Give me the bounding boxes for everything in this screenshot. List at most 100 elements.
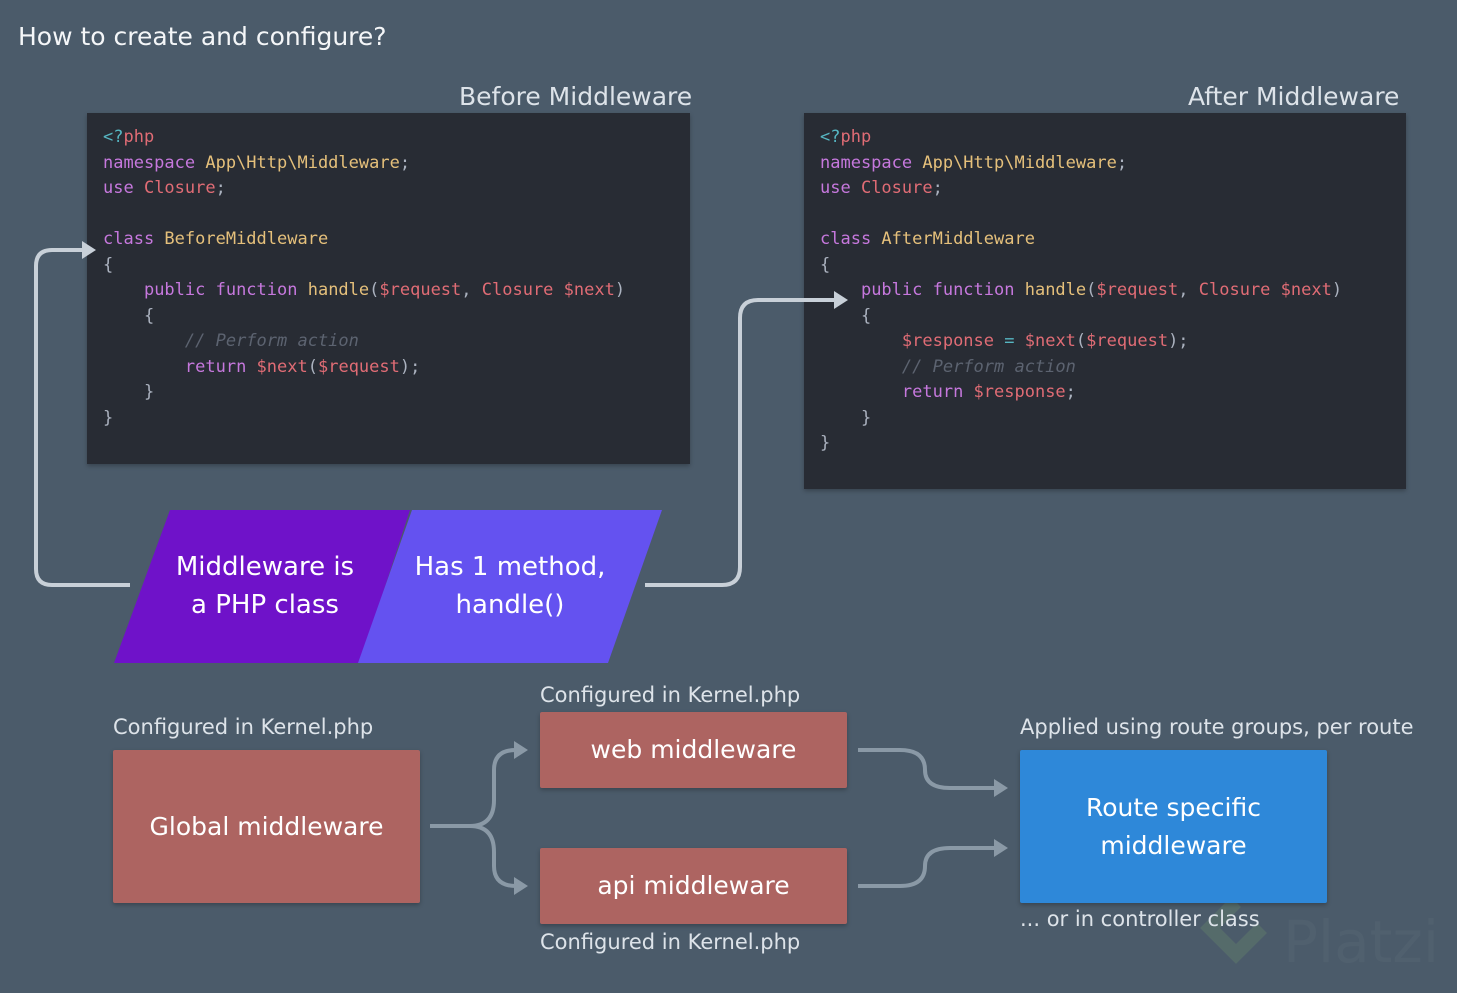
text-line: Middleware is — [175, 552, 355, 582]
code-line: use Closure; — [820, 176, 1390, 202]
code-token: } — [820, 433, 831, 453]
arrow-head-icon — [82, 241, 96, 259]
code-line: } — [103, 380, 674, 406]
code-token: ) — [614, 280, 626, 300]
code-line: { — [820, 304, 1390, 330]
code-line: <?php — [820, 125, 1390, 151]
code-line: return $next($request); — [103, 355, 674, 381]
arrow-head-icon — [834, 291, 848, 309]
code-token: public function — [860, 280, 1025, 300]
code-token: // Perform action — [184, 331, 359, 351]
arrow-api-route — [858, 846, 996, 888]
code-line: class BeforeMiddleware — [103, 227, 674, 253]
code-line: } — [103, 406, 674, 432]
text-line: handle() — [455, 590, 565, 620]
code-token: , — [461, 280, 482, 300]
code-token: $next — [256, 356, 308, 377]
code-token: $request — [317, 356, 400, 377]
text-line: a PHP class — [191, 590, 339, 620]
code-line: } — [820, 406, 1390, 432]
code-token: $response — [901, 331, 995, 351]
code-token: } — [103, 382, 155, 402]
text-line: Route specific — [1086, 792, 1261, 822]
svg-text:Platzi: Platzi — [1283, 908, 1439, 976]
code-token: ); — [1168, 331, 1189, 351]
code-token: $request — [379, 280, 462, 300]
code-token: Closure — [143, 178, 216, 198]
route-note: ... or in controller class — [1020, 907, 1260, 931]
before-title: Before Middleware — [459, 82, 693, 111]
code-token: ( — [1086, 280, 1097, 300]
code-line: $response = $next($request); — [820, 329, 1390, 355]
api-config-label: Configured in Kernel.php — [540, 930, 801, 954]
code-token: { — [820, 305, 872, 326]
code-line: { — [103, 253, 674, 279]
code-token: $response — [973, 382, 1066, 402]
route-middleware-box: Route specific middleware — [1020, 750, 1327, 903]
arrow-to-before — [34, 248, 130, 587]
code-token: ) — [1331, 280, 1343, 300]
code-token: $next — [1024, 331, 1076, 351]
code-token: return — [184, 356, 257, 377]
code-token: namespace — [103, 152, 206, 173]
code-line: <?php — [103, 125, 674, 151]
code-token: ( — [307, 356, 318, 377]
code-token: <? — [820, 127, 841, 147]
code-line: // Perform action — [820, 355, 1390, 381]
code-line: } — [820, 431, 1390, 457]
code-token: class — [820, 229, 882, 249]
code-token: <? — [103, 127, 124, 147]
page-title: How to create and configure? — [18, 22, 387, 51]
code-token: , — [1178, 280, 1199, 300]
route-config-label: Applied using route groups, per route — [1020, 715, 1414, 739]
code-line: class AfterMiddleware — [820, 227, 1390, 253]
code-token: BeforeMiddleware — [164, 229, 329, 249]
code-token: App\Http\Middleware — [205, 152, 400, 173]
code-line: { — [103, 304, 674, 330]
code-token: = — [994, 331, 1025, 351]
code-token: use — [103, 178, 144, 198]
web-middleware-box: web middleware — [540, 712, 847, 788]
code-token: Closure $next — [481, 280, 615, 300]
code-token: AfterMiddleware — [881, 229, 1035, 249]
code-token: ; — [215, 178, 226, 198]
code-line: public function handle($request, Closure… — [103, 278, 674, 304]
code-token: $request — [1096, 280, 1179, 300]
arrow-global-web — [430, 748, 517, 828]
code-token: App\Http\Middleware — [922, 152, 1117, 173]
code-token: return — [901, 382, 974, 402]
global-middleware-box: Global middleware — [113, 750, 420, 903]
code-token: ; — [1065, 382, 1076, 402]
code-token: { — [820, 254, 831, 275]
code-token: ; — [932, 178, 943, 198]
code-line: return $response; — [820, 380, 1390, 406]
code-line: namespace App\Http\Middleware; — [820, 151, 1390, 177]
global-config-label: Configured in Kernel.php — [113, 715, 374, 739]
code-token: php — [123, 127, 155, 147]
code-token: ); — [399, 356, 421, 377]
code-token: handle — [1024, 280, 1087, 300]
code-token: ; — [399, 152, 411, 173]
arrow-global-api — [469, 824, 517, 888]
platzi-logo-icon: Platzi — [1200, 897, 1439, 976]
code-token: } — [103, 407, 114, 428]
code-token: ( — [369, 280, 380, 300]
handle-method-shape — [358, 510, 662, 663]
code-token: ; — [1116, 152, 1128, 173]
code-token: { — [103, 305, 155, 326]
web-config-label: Configured in Kernel.php — [540, 683, 801, 707]
code-token: class — [103, 229, 165, 249]
code-token: use — [820, 178, 861, 198]
text-line: middleware — [1100, 830, 1247, 860]
code-token: handle — [307, 280, 370, 300]
code-line: use Closure; — [103, 176, 674, 202]
code-token: { — [103, 254, 114, 275]
code-token: Closure — [860, 178, 933, 198]
php-class-shape — [114, 510, 410, 663]
code-token: } — [820, 407, 872, 428]
arrow-web-route — [858, 748, 996, 790]
code-token: php — [840, 127, 872, 147]
code-token: $request — [1086, 331, 1169, 351]
